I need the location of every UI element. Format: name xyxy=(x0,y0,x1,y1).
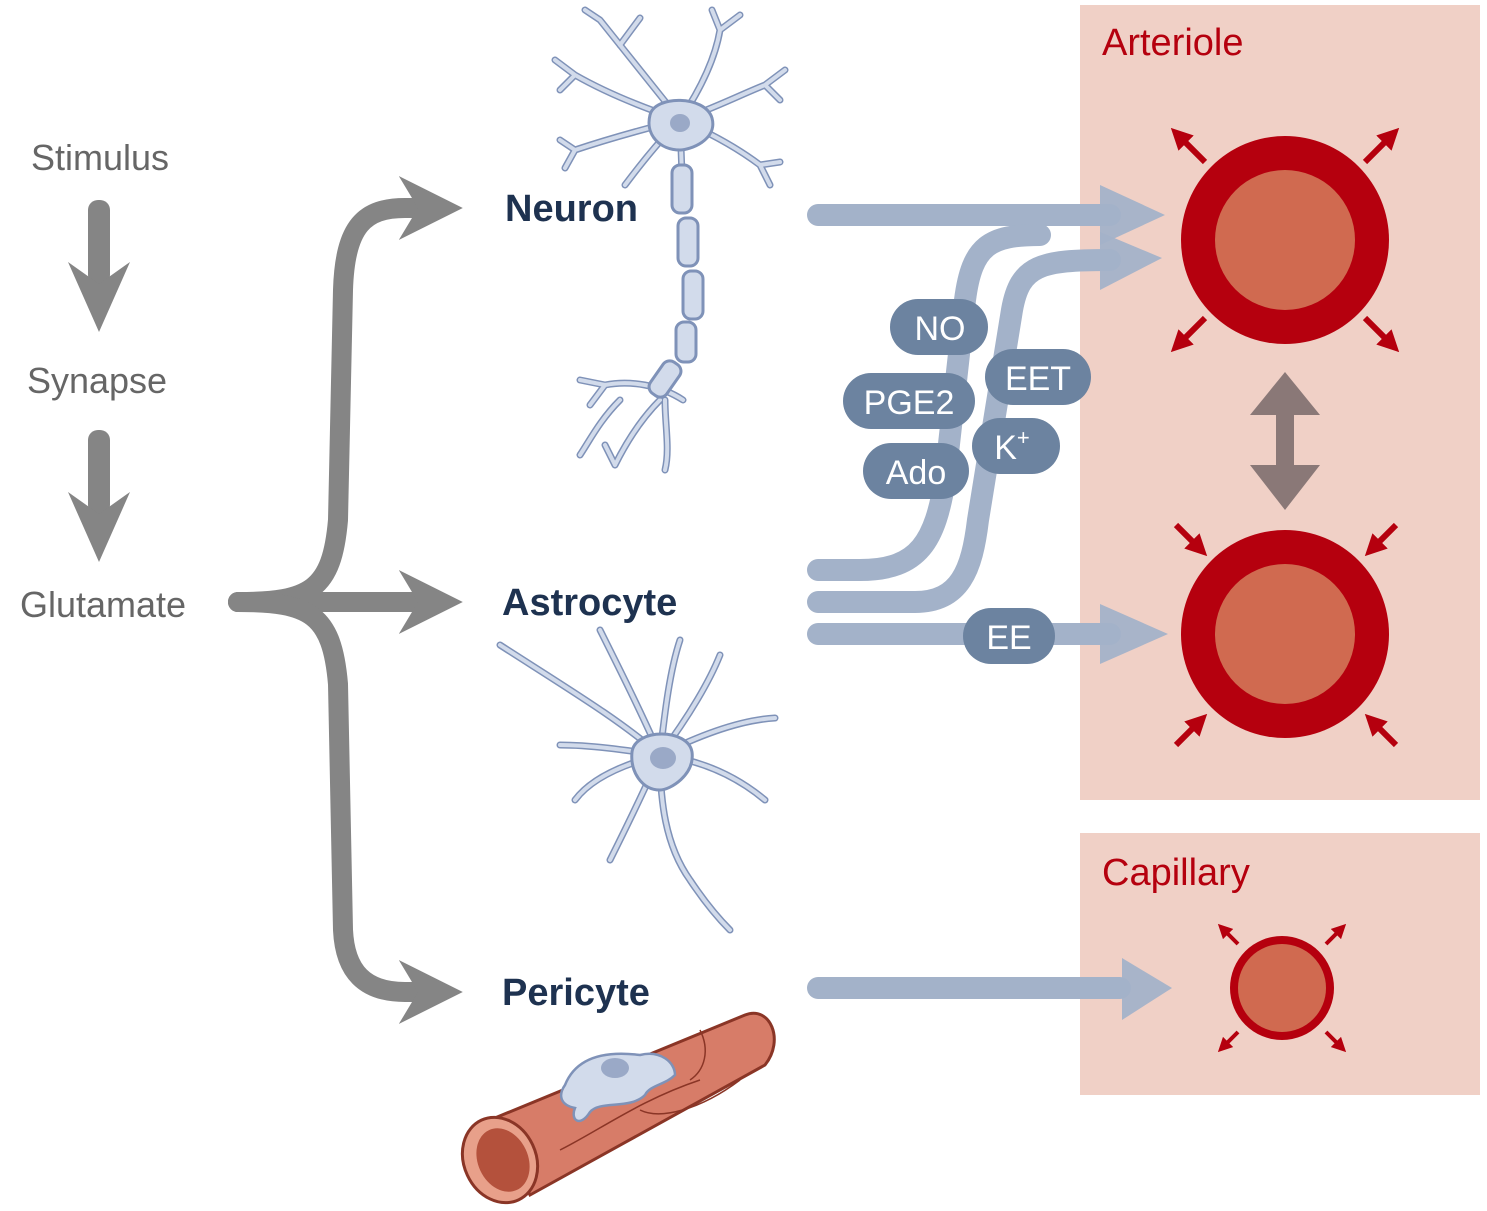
mediator-no-label: NO xyxy=(915,310,966,348)
mediator-eet-pill: EET xyxy=(985,349,1091,405)
constricted-arteriole xyxy=(1181,530,1389,738)
astrocyte-illustration xyxy=(496,626,779,934)
mediator-k-superscript: + xyxy=(1017,425,1030,450)
pericyte-vessel-illustration xyxy=(460,1011,776,1205)
state-transition-arrow xyxy=(1250,372,1320,510)
arteriole-label: Arteriole xyxy=(1102,22,1244,64)
branch-to-neuron-arrow xyxy=(228,175,463,612)
neuron-label: Neuron xyxy=(505,188,638,230)
dilated-capillary xyxy=(1230,936,1334,1040)
pathway-arrowheads xyxy=(1100,185,1172,1020)
mediator-eet-label: EET xyxy=(1005,360,1071,398)
mediator-ado-label: Ado xyxy=(886,454,947,492)
mediator-ee-pill: EE xyxy=(963,608,1055,664)
stimulus-to-synapse-arrow xyxy=(68,200,130,332)
synapse-label: Synapse xyxy=(27,360,167,401)
mediator-pge2-pill: PGE2 xyxy=(843,373,975,429)
astrocyte-label: Astrocyte xyxy=(502,582,677,624)
dilated-arteriole xyxy=(1181,136,1389,344)
neuron-illustration xyxy=(551,6,789,474)
synapse-to-glutamate-arrow xyxy=(68,430,130,562)
mediator-ado-pill: Ado xyxy=(863,443,969,499)
pericyte-label: Pericyte xyxy=(502,972,650,1014)
dilation-arrows-arteriole xyxy=(1170,127,1400,353)
mediator-k-pill: K+ xyxy=(972,418,1060,474)
constriction-arrows-arteriole xyxy=(1173,522,1399,748)
dilation-arrows-capillary xyxy=(1217,923,1347,1053)
branch-to-pericyte-arrow xyxy=(228,592,463,1025)
astrocyte-middle-pathway xyxy=(807,249,1121,613)
mediator-no-pill: NO xyxy=(890,299,988,355)
mediator-pge2-label: PGE2 xyxy=(864,384,955,422)
svg-text:K+: K+ xyxy=(994,425,1030,467)
glutamate-label: Glutamate xyxy=(20,584,186,625)
stimulus-label: Stimulus xyxy=(31,137,169,178)
mediator-k-label: K xyxy=(994,429,1017,467)
capillary-label: Capillary xyxy=(1102,852,1250,894)
mediator-ee-label: EE xyxy=(986,619,1031,657)
